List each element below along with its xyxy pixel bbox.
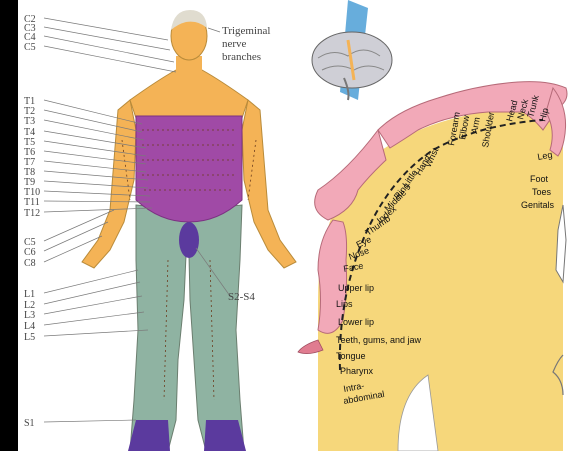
sacral-label: S2-S4 — [228, 291, 255, 303]
dermatome-leader-2 — [44, 36, 174, 62]
trigeminal-label-2: nerve — [222, 38, 247, 50]
dermatome-leader-19 — [44, 270, 138, 293]
homunculus-label-23: Tongue — [336, 351, 366, 361]
homunculus-label-27: Foot — [530, 174, 549, 184]
trunk — [136, 116, 242, 222]
homunculus-label-28: Toes — [532, 187, 552, 197]
homunculus-figure: LegHipTrunkNeckHeadShoulderArmElbowForea… — [298, 0, 567, 451]
dermatome-leader-0 — [44, 18, 168, 40]
figure-svg: C2C3C4C5T1T2T3T4T5T6T7T8T9T10T11T12C5C6C… — [18, 0, 577, 451]
dermatome-label-21: L3 — [24, 310, 35, 321]
dermatome-label-17: C6 — [24, 247, 36, 258]
dermatome-leader-22 — [44, 312, 144, 325]
brain-inset — [312, 0, 392, 100]
right-arm — [242, 100, 296, 268]
homunculus-tongue — [298, 340, 323, 354]
homunculus-label-21: Lower lip — [338, 317, 374, 327]
dermatome-leader-13 — [44, 191, 150, 196]
dermatome-leader-24 — [44, 420, 136, 422]
homunculus-label-24: Pharynx — [340, 366, 374, 376]
trigeminal-label-3: branches — [222, 51, 261, 63]
dermatome-label-6: T3 — [24, 116, 35, 127]
sacral-region — [179, 222, 199, 258]
dermatome-label-19: L1 — [24, 289, 35, 300]
homunculus-label-22: Teeth, gums, and jaw — [336, 335, 422, 345]
dermatome-leader-23 — [44, 330, 148, 336]
homunculus-label-29: Genitals — [521, 200, 555, 210]
shoulders — [130, 70, 248, 118]
dermatome-leader-14 — [44, 201, 150, 202]
dermatome-label-18: C8 — [24, 258, 36, 269]
dermatome-label-23: L5 — [24, 332, 35, 343]
homunculus-label-19: Upper lip — [338, 283, 374, 293]
dermatome-label-15: T12 — [24, 208, 40, 219]
dermatome-leader-21 — [44, 296, 142, 314]
dermatome-label-14: T11 — [24, 197, 40, 208]
dermatome-leader-1 — [44, 27, 170, 50]
dermatome-leader-20 — [44, 282, 140, 304]
dermatome-label-3: C5 — [24, 42, 36, 53]
dermatome-body: C2C3C4C5T1T2T3T4T5T6T7T8T9T10T11T12C5C6C… — [24, 10, 296, 451]
dermatome-label-24: S1 — [24, 418, 35, 429]
homunculus-label-20: Lips — [336, 299, 353, 309]
dermatome-leader-3 — [44, 46, 176, 72]
dermatome-label-22: L4 — [24, 321, 35, 332]
dermatome-labels: C2C3C4C5T1T2T3T4T5T6T7T8T9T10T11T12C5C6C… — [24, 14, 40, 429]
trigeminal-label-1: Trigeminal — [222, 25, 271, 37]
